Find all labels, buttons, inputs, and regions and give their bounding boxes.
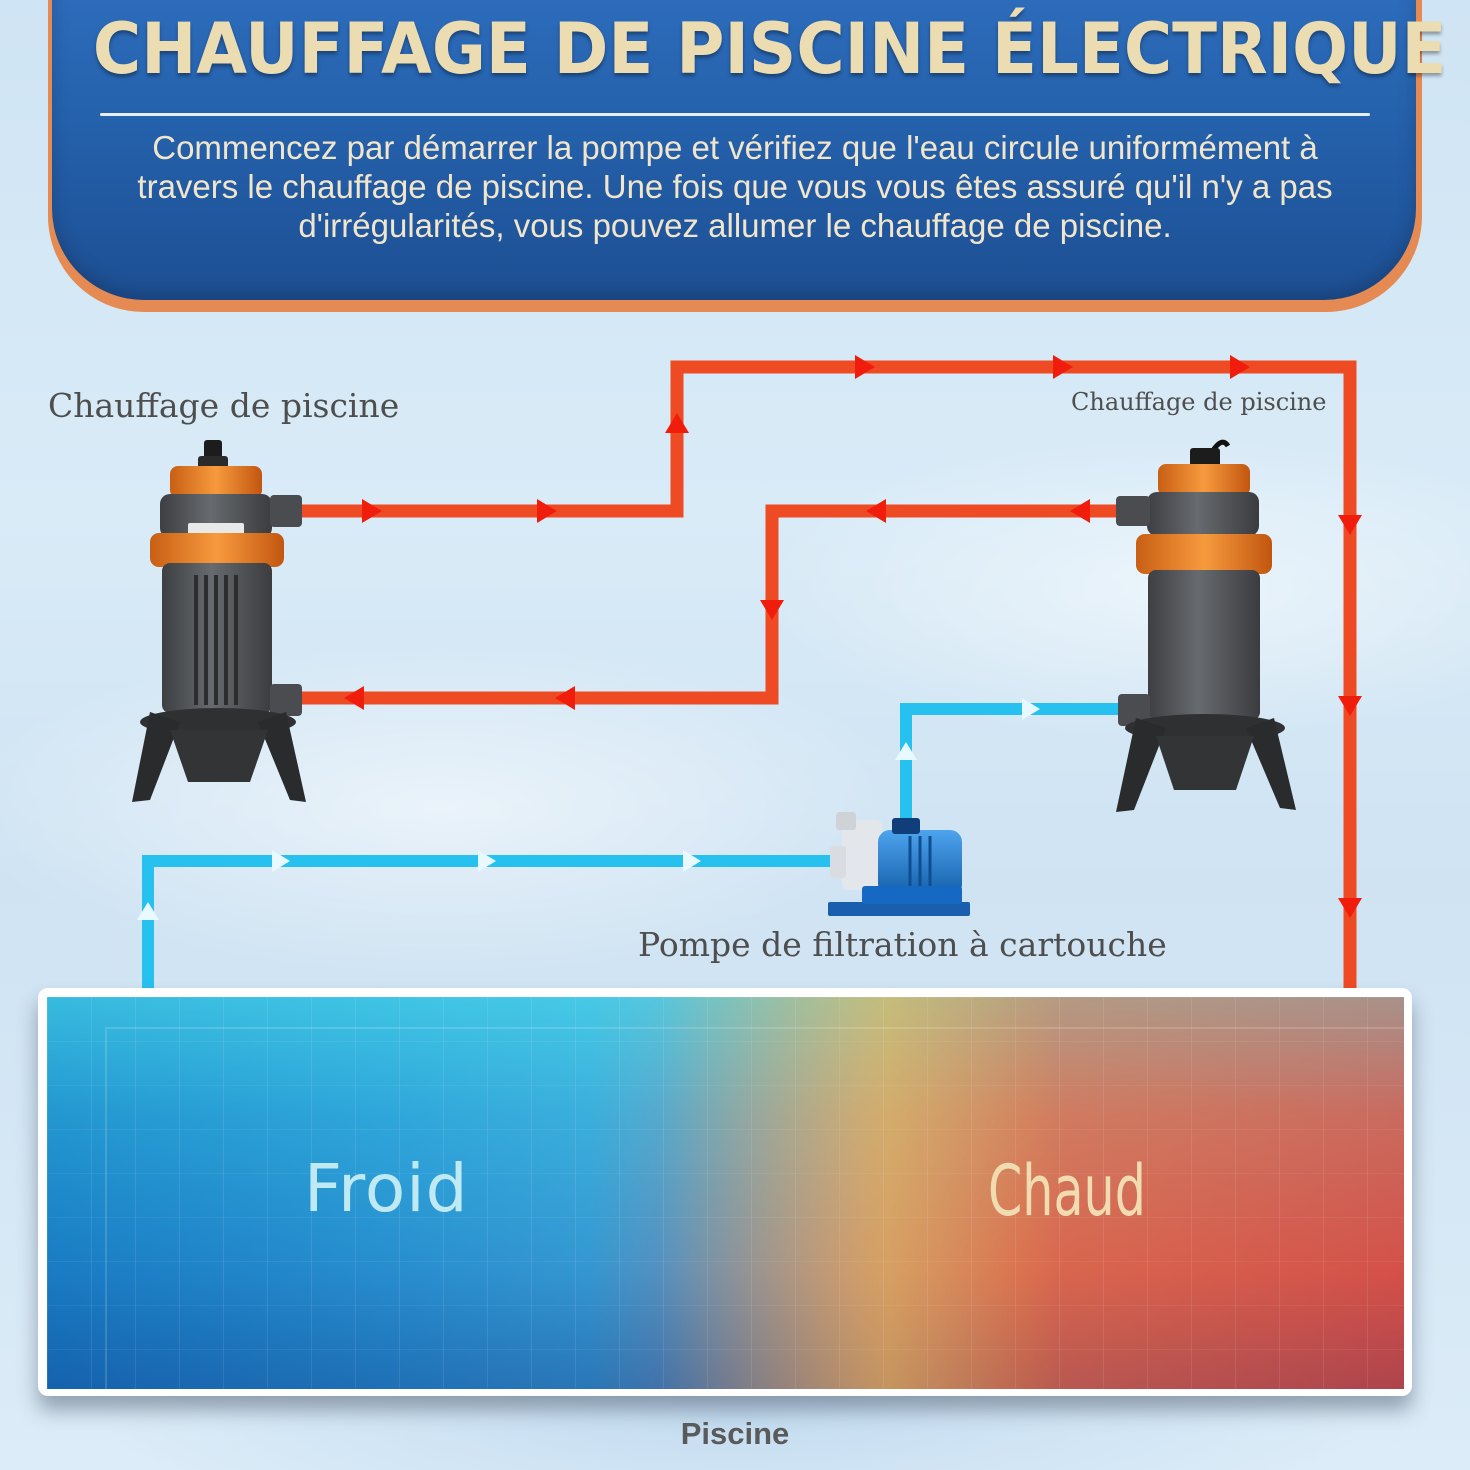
flow-arrow-icon xyxy=(1230,355,1250,379)
flow-arrow-icon xyxy=(1338,515,1362,535)
header-banner xyxy=(52,0,1416,300)
hot-label: Chaud xyxy=(988,1150,1146,1232)
flow-arrow-icon xyxy=(1022,698,1040,720)
flow-arrow-icon xyxy=(362,499,382,523)
flow-arrow-icon xyxy=(665,413,689,433)
cold-pipe-to-heater xyxy=(900,703,1120,820)
flow-arrow-icon xyxy=(683,850,701,872)
pump-label: Pompe de filtration à cartouche xyxy=(638,925,1167,964)
hot-flow-arrows xyxy=(344,355,1362,918)
flow-arrow-icon xyxy=(537,499,557,523)
cold-pipe-circuit xyxy=(142,703,1120,988)
filtration-pump-icon xyxy=(828,812,970,916)
cold-label: Froid xyxy=(304,1150,469,1227)
flow-arrow-icon xyxy=(1070,499,1090,523)
flow-arrow-icon xyxy=(760,600,784,620)
flow-arrow-icon xyxy=(478,850,496,872)
flow-arrow-icon xyxy=(895,742,917,760)
flow-arrow-icon xyxy=(555,686,575,710)
pool-heater-right-icon xyxy=(1116,439,1296,812)
hot-pipe-return xyxy=(300,504,1118,705)
flow-arrow-icon xyxy=(866,499,886,523)
header-divider xyxy=(100,113,1370,116)
flow-arrow-icon xyxy=(272,850,290,872)
header-description: Commencez par démarrer la pompe et vérif… xyxy=(137,129,1333,244)
heater-right-label: Chauffage de piscine xyxy=(1071,388,1327,416)
heater-left-label: Chauffage de piscine xyxy=(48,386,400,425)
pool-label: Piscine xyxy=(680,1416,790,1451)
cold-flow-arrows xyxy=(137,698,1040,920)
flow-arrow-icon xyxy=(1053,355,1073,379)
pool-water xyxy=(47,997,1404,1389)
flow-arrow-icon xyxy=(855,355,875,379)
flow-arrow-icon xyxy=(137,902,159,920)
flow-arrow-icon xyxy=(1338,696,1362,716)
page-title: CHAUFFAGE DE PISCINE ÉLECTRIQUE xyxy=(92,8,1447,90)
pool-heater-left-icon xyxy=(132,440,306,802)
cold-pipe-intake xyxy=(142,855,840,988)
flow-arrow-icon xyxy=(1338,898,1362,918)
flow-arrow-icon xyxy=(344,686,364,710)
